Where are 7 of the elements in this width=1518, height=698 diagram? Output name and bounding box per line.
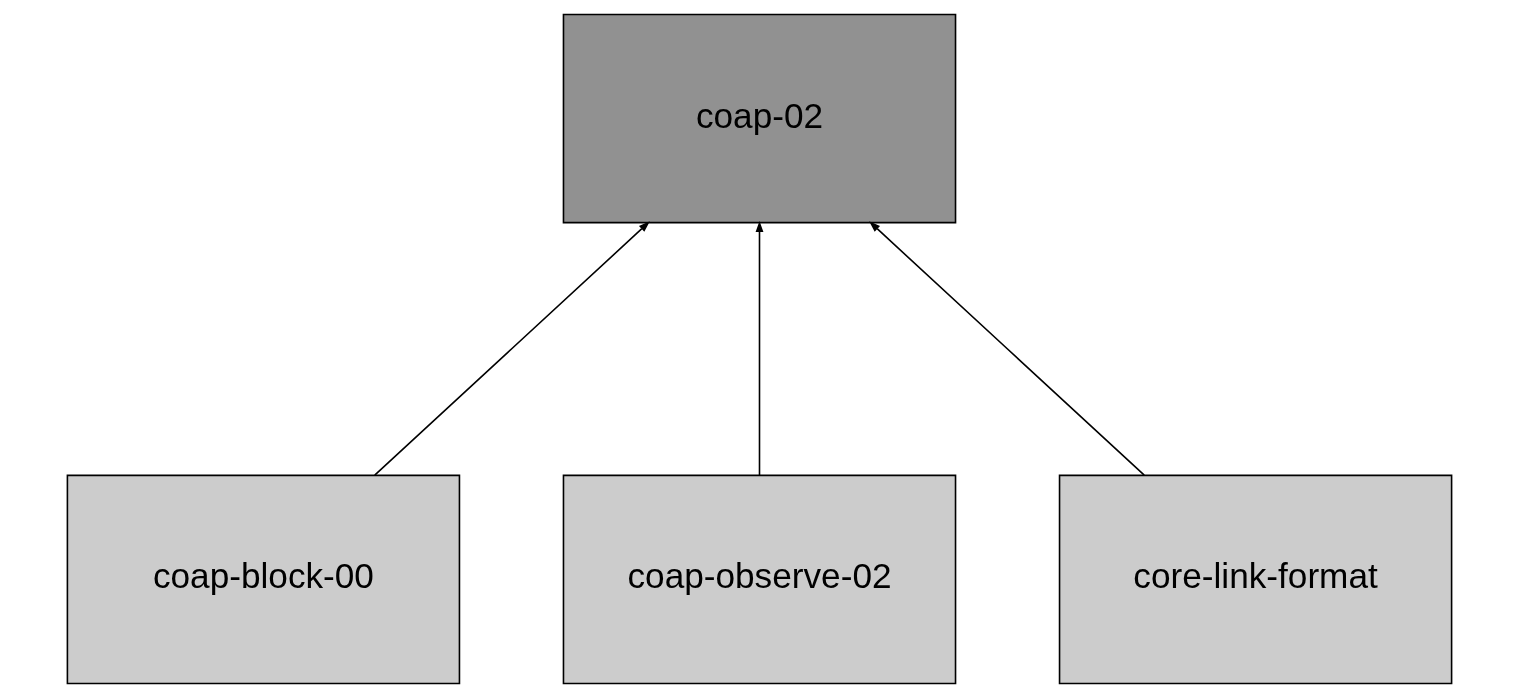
node-box: coap-observe-02: [562, 474, 956, 685]
arrow: [755, 220, 763, 476]
node-box: coap-02: [562, 13, 956, 224]
arrow: [373, 221, 650, 476]
arrow: [868, 221, 1145, 476]
node-box: coap-block-00: [66, 474, 460, 685]
node-box: core-link-format: [1058, 474, 1452, 685]
